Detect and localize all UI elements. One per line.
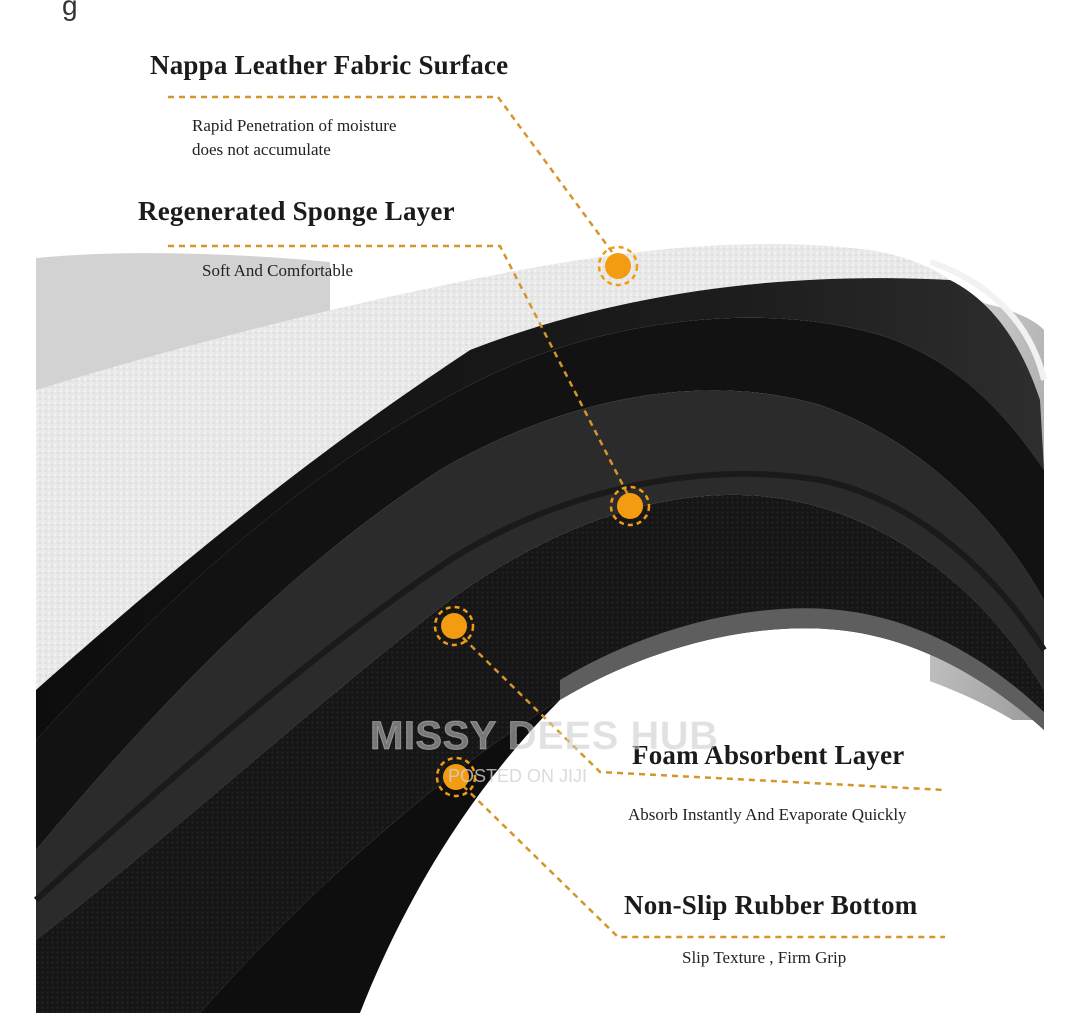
nappa-title: Nappa Leather Fabric Surface — [150, 50, 509, 80]
foam-layer — [36, 390, 1044, 940]
marker-foam — [433, 605, 475, 647]
marker-nappa — [597, 245, 639, 287]
top-black-sheet — [36, 278, 1044, 740]
white-edge — [929, 259, 1047, 381]
cropped-heading-fragment: g — [62, 0, 78, 21]
marker-sponge — [609, 485, 651, 527]
leader-foam — [454, 629, 946, 792]
rubber-edge — [560, 608, 1044, 730]
leader-lines — [168, 95, 946, 939]
sponge-layer — [36, 317, 1044, 850]
sponge-title: Regenerated Sponge Layer — [138, 196, 455, 226]
bottom-shadow — [360, 650, 1044, 1013]
foam-divider — [33, 470, 1047, 903]
leader-nappa — [168, 95, 614, 253]
leader-sponge — [168, 244, 630, 496]
leader-rubber — [454, 777, 945, 939]
rubber-sub: Slip Texture , Firm Grip — [682, 948, 847, 967]
watermark-brand: MISSY DEES HUB — [370, 714, 719, 759]
marker-rubber — [435, 756, 477, 798]
sponge-sub: Soft And Comfortable — [202, 261, 354, 280]
nappa-sub-line1: Rapid Penetration of moisture — [192, 116, 397, 135]
leather-surface-lower — [36, 350, 470, 690]
rubber-title: Non-Slip Rubber Bottom — [624, 890, 918, 920]
leather-surface — [36, 243, 950, 560]
markers — [433, 245, 651, 798]
nappa-sub-line2: does not accumulate — [192, 140, 331, 159]
foam-sub: Absorb Instantly And Evaporate Quickly — [628, 805, 907, 824]
rubber-base — [200, 700, 560, 1013]
watermark-posted: POSTED ON JIJI — [448, 766, 588, 786]
foam-title: Foam Absorbent Layer — [632, 740, 905, 770]
